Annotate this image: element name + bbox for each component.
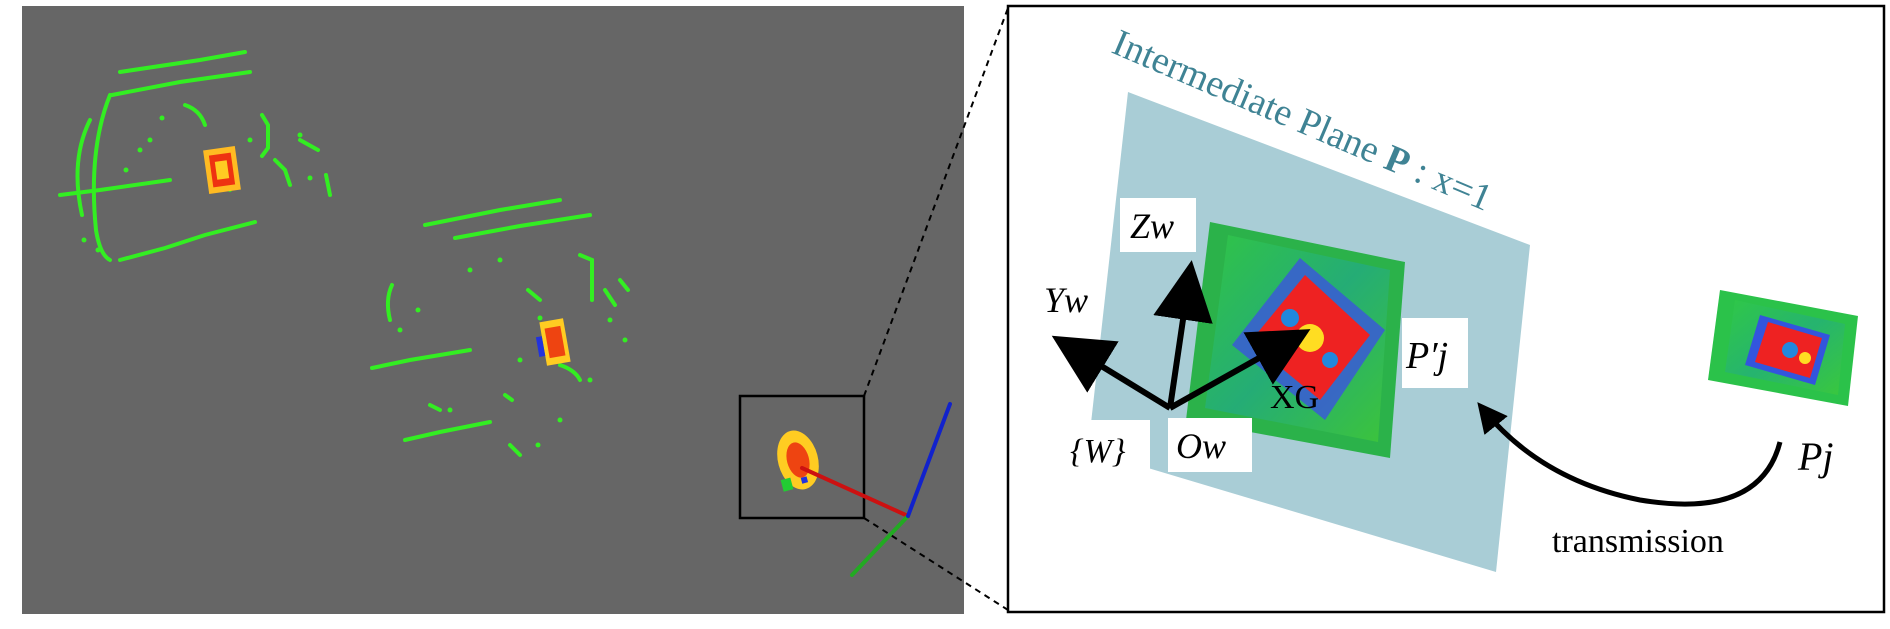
source-label: Pj [1797,434,1834,479]
frame-label: {W} [1070,433,1126,470]
axis-yw-label: Yw [1044,280,1088,320]
axis-xg-label: XG [1270,379,1319,416]
world-axes [1051,260,1311,411]
projected-label: P′j [1405,335,1448,377]
transmission-arrow [1477,402,1783,507]
diagram-panel: Intermediate Plane P : x=1 Zw Yw XG Ow {… [1006,4,1886,614]
axis-z-line [906,402,952,518]
axis-xg-arrow [1168,329,1311,411]
zw-label-bg [1120,198,1196,252]
coordinate-frame-icon [800,402,952,577]
zoom-connector-lines [863,7,1009,611]
axis-yw-arrow [1051,335,1172,411]
zoom-box-icon [738,394,866,520]
point-cloud [58,50,630,457]
axis-y-line [850,514,910,577]
origin-label: Ow [1176,426,1226,466]
axis-x-line [800,466,910,518]
target-patch-far [203,145,241,195]
ow-label-bg [1168,418,1252,472]
frame-label-bg [1066,420,1150,478]
axis-zw-label: Zw [1130,206,1174,246]
point-cloud-viewport [22,6,964,614]
target-patch-mid [535,318,571,366]
projected-label-bg [1402,318,1468,388]
source-heatmap [1708,290,1858,406]
axis-zw-arrow [1153,260,1213,409]
transmission-label: transmission [1552,523,1724,560]
viewport-background [22,6,964,614]
